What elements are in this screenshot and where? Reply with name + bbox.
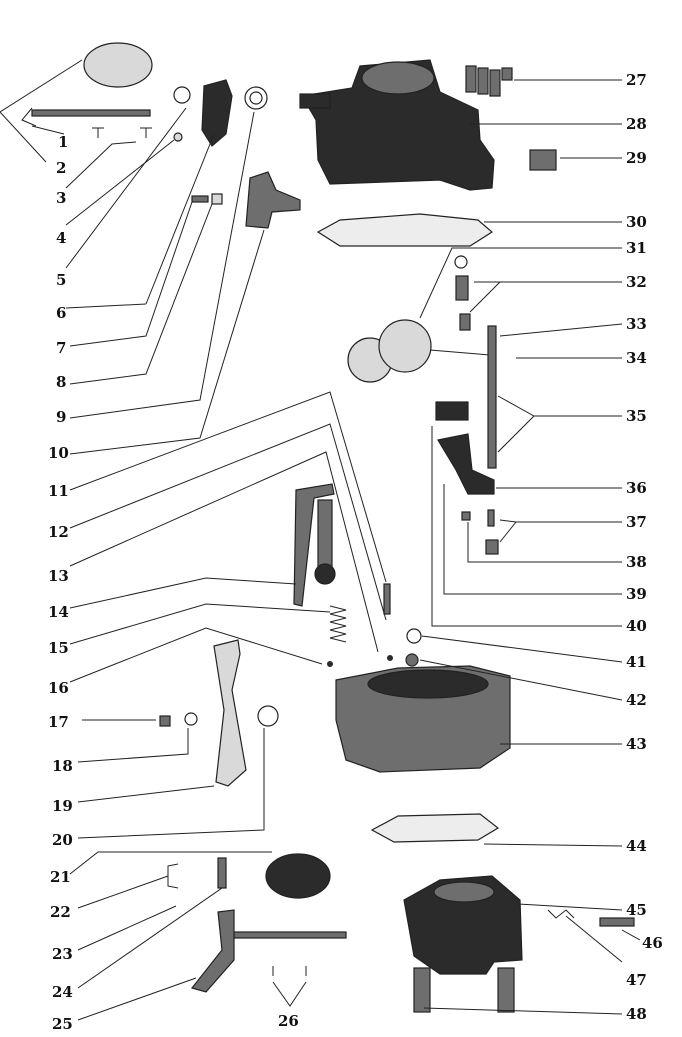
part-ring <box>173 86 191 104</box>
callout-31: 31 <box>626 239 647 257</box>
part-mounting-screws <box>465 65 513 97</box>
leader-lines-right <box>419 79 641 1015</box>
callouts-right: 27 28 29 30 31 32 33 34 35 36 37 38 39 4… <box>626 71 663 1023</box>
part-cover-plate <box>83 42 153 88</box>
part-needle-valve <box>454 255 471 331</box>
callout-13: 13 <box>48 567 69 585</box>
callout-48: 48 <box>626 1005 647 1023</box>
part-clip <box>167 863 179 889</box>
callout-17: 17 <box>48 713 69 731</box>
callout-44: 44 <box>626 837 647 855</box>
callout-16: 16 <box>48 679 69 697</box>
part-return-spring <box>329 605 347 643</box>
callout-26: 26 <box>278 1012 299 1030</box>
part-pins <box>272 966 307 976</box>
part-check-balls <box>327 583 393 667</box>
part-link <box>435 401 469 421</box>
callout-45: 45 <box>626 901 647 919</box>
part-screw-washer <box>159 712 198 727</box>
callout-1: 1 <box>58 133 68 151</box>
callout-14: 14 <box>48 603 69 621</box>
callout-12: 12 <box>48 523 69 541</box>
callout-29: 29 <box>626 149 647 167</box>
callouts-left: 1 2 3 4 5 6 7 8 9 10 11 12 13 14 15 16 1… <box>48 133 299 1033</box>
callout-37: 37 <box>626 513 647 531</box>
part-pump-arm <box>437 433 495 495</box>
callout-2: 2 <box>56 159 66 177</box>
callout-15: 15 <box>48 639 69 657</box>
callout-46: 46 <box>642 934 663 952</box>
callout-5: 5 <box>56 271 66 289</box>
callout-18: 18 <box>52 757 73 775</box>
part-screw-and-nut <box>191 193 223 205</box>
part-small-washer <box>173 132 183 142</box>
part-pump-rod <box>487 325 497 469</box>
callout-3: 3 <box>56 189 66 207</box>
callout-24: 24 <box>52 983 73 1001</box>
callout-25: 25 <box>52 1015 73 1032</box>
callout-8: 8 <box>56 373 66 391</box>
part-pump-plunger <box>293 483 336 607</box>
callout-43: 43 <box>626 735 647 753</box>
callout-20: 20 <box>52 831 73 849</box>
callout-7: 7 <box>56 339 66 357</box>
part-check-valves <box>461 509 499 555</box>
callout-28: 28 <box>626 115 647 133</box>
part-gasket-upper <box>316 213 494 247</box>
part-plug <box>529 149 557 171</box>
part-coil-spring <box>244 86 268 110</box>
part-throttle-lever <box>201 79 233 147</box>
part-throttle-body <box>403 875 523 975</box>
callout-22: 22 <box>50 903 71 921</box>
callout-6: 6 <box>56 304 66 322</box>
callout-9: 9 <box>56 408 66 426</box>
callout-40: 40 <box>626 617 647 635</box>
callout-34: 34 <box>626 349 647 367</box>
callout-35: 35 <box>626 407 647 425</box>
part-screw-long <box>217 857 227 889</box>
callout-41: 41 <box>626 653 647 671</box>
part-flange-bolts <box>413 967 515 1013</box>
part-torsion-spring <box>257 705 279 727</box>
callout-32: 32 <box>626 273 647 291</box>
part-choke-plate <box>213 639 247 787</box>
part-idle-screw <box>547 909 635 927</box>
callout-11: 11 <box>48 482 69 500</box>
callout-38: 38 <box>626 553 647 571</box>
callout-39: 39 <box>626 585 647 603</box>
callout-36: 36 <box>626 479 647 497</box>
callout-27: 27 <box>626 71 647 89</box>
callout-30: 30 <box>626 213 647 231</box>
part-bracket-lever <box>245 171 301 229</box>
callout-19: 19 <box>52 797 73 815</box>
part-gasket-lower <box>370 813 500 843</box>
callout-47: 47 <box>626 971 647 989</box>
part-throttle-shaft <box>21 107 151 127</box>
part-carburetor-body <box>299 59 495 191</box>
part-choke-shaft <box>190 909 347 993</box>
part-small-screws <box>92 127 152 138</box>
leader-lines-left <box>0 59 387 1021</box>
callout-33: 33 <box>626 315 647 333</box>
callout-10: 10 <box>48 444 69 462</box>
part-float <box>347 319 491 383</box>
part-diaphragm <box>265 853 331 899</box>
callout-42: 42 <box>626 691 647 709</box>
part-retainer-ring <box>406 628 422 644</box>
part-bowl <box>335 665 511 773</box>
part-ball <box>405 653 419 667</box>
callout-21: 21 <box>50 868 71 886</box>
callout-23: 23 <box>52 945 73 963</box>
callout-4: 4 <box>56 229 66 247</box>
